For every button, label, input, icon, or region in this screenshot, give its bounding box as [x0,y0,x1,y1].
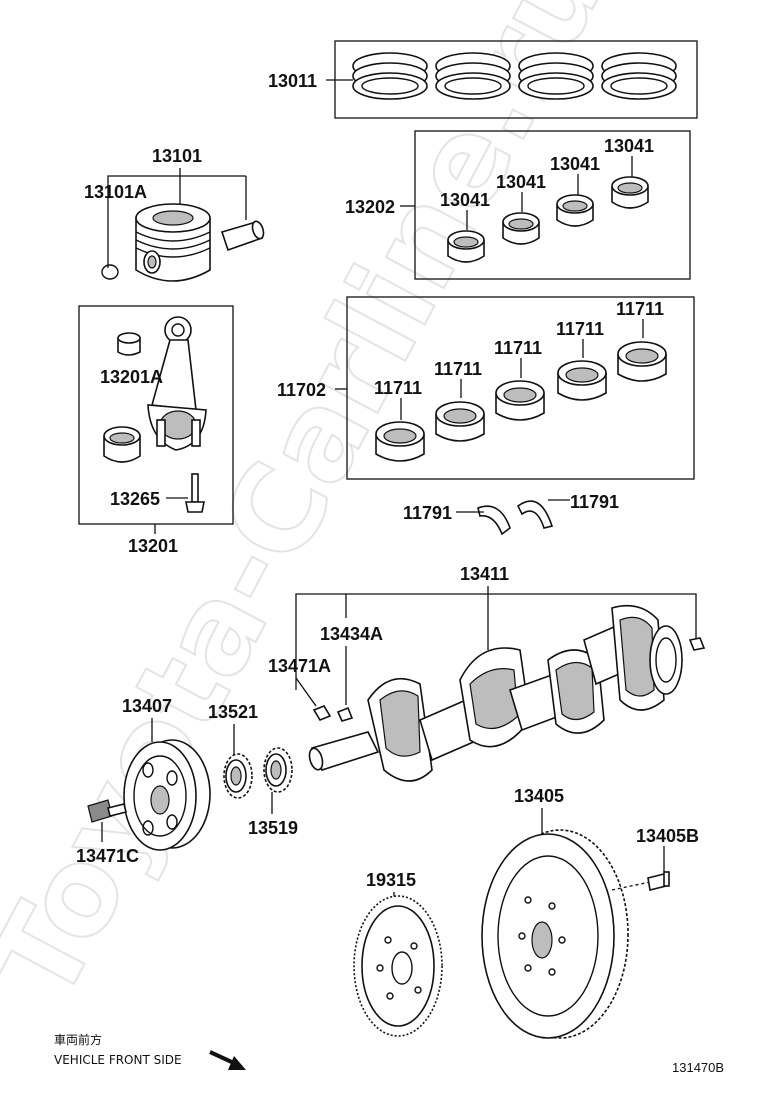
flywheel-bolt[interactable] [647,871,670,891]
thrust-washer[interactable] [477,500,554,536]
piston-pin[interactable] [220,220,266,252]
callout-11711-b[interactable]: 11711 [434,359,482,379]
callout-13202[interactable]: 13202 [345,197,395,217]
arrow-down-right-icon [209,1050,246,1070]
callout-13101[interactable]: 13101 [152,146,202,166]
piston-ring-set-group: 13011 [268,40,698,119]
callout-11791-b[interactable]: 11791 [570,492,619,512]
callout-11711-e[interactable]: 11711 [616,299,664,319]
callout-13101A[interactable]: 13101A [84,182,147,202]
conrod-bearing-frame [414,130,691,280]
crankshaft[interactable] [307,604,683,782]
callout-13411[interactable]: 13411 [460,564,509,584]
callout-13265[interactable]: 13265 [110,489,160,509]
callout-13519[interactable]: 13519 [248,818,298,838]
callout-13471C[interactable]: 13471C [76,846,139,866]
conrod-bearing-shells[interactable] [447,176,649,263]
callout-13434A[interactable]: 13434A [320,624,383,644]
connecting-rod-group: 13201A 13265 13201 [78,305,234,556]
pulley-bolt[interactable] [87,799,127,823]
oil-pump-drive-gear[interactable] [263,747,293,793]
main-bearing-frame [346,296,695,480]
connecting-rod[interactable] [147,316,207,451]
snap-ring[interactable] [101,264,119,280]
main-bearing-set-group: 11702 11711 11711 11711 11711 11711 [277,296,695,480]
callout-11711-a[interactable]: 11711 [374,378,422,398]
callout-13405[interactable]: 13405 [514,786,564,806]
piston-group: 13101 13101A [84,146,266,282]
crankshaft-group: 13411 13434A 13471A [268,564,706,782]
callout-11702[interactable]: 11702 [277,380,326,400]
conrod-bolt[interactable] [185,473,205,513]
timing-gear-group: 13521 13519 [208,702,298,838]
flywheel-group: 13405 13405B [481,786,699,1039]
callout-13407[interactable]: 13407 [122,696,172,716]
callout-13041-d[interactable]: 13041 [604,136,654,156]
crank-pulley[interactable] [123,739,211,851]
piston-ring-stack[interactable] [352,52,677,100]
front-side-label: VEHICLE FRONT SIDE [54,1053,182,1067]
crank-pulley-group: 13407 13471C [76,696,211,866]
conrod-bearing[interactable] [103,426,141,463]
callout-13405B[interactable]: 13405B [636,826,699,846]
main-bearing-shells[interactable] [375,341,667,462]
callout-13521[interactable]: 13521 [208,702,258,722]
flywheel[interactable] [481,829,629,1039]
diagram-number: 131470B [672,1060,724,1075]
callout-13201A[interactable]: 13201A [100,367,163,387]
woodruff-keys[interactable] [312,637,706,722]
conrod-frame [78,305,234,525]
callout-11791-a[interactable]: 11791 [403,503,452,523]
signal-plate[interactable] [353,895,443,1037]
callout-19315[interactable]: 19315 [366,870,416,890]
callout-13041-c[interactable]: 13041 [550,154,600,174]
conrod-bearing-set-group: 13202 13041 13041 13041 13041 [345,130,691,280]
thrust-washer-group: 11791 11791 [403,492,619,536]
small-end-bushing[interactable] [117,332,141,356]
callout-13041-a[interactable]: 13041 [440,190,490,210]
callout-11711-d[interactable]: 11711 [556,319,604,339]
front-side-label-jp: 車両前方 [54,1032,102,1047]
callout-13041-b[interactable]: 13041 [496,172,546,192]
callout-11711-c[interactable]: 11711 [494,338,542,358]
callout-13011[interactable]: 13011 [268,71,317,91]
signal-plate-group: 19315 [353,870,443,1037]
piston[interactable] [135,203,211,282]
callout-13471A[interactable]: 13471A [268,656,331,676]
crank-timing-gear[interactable] [223,753,253,799]
callout-13201[interactable]: 13201 [128,536,178,556]
